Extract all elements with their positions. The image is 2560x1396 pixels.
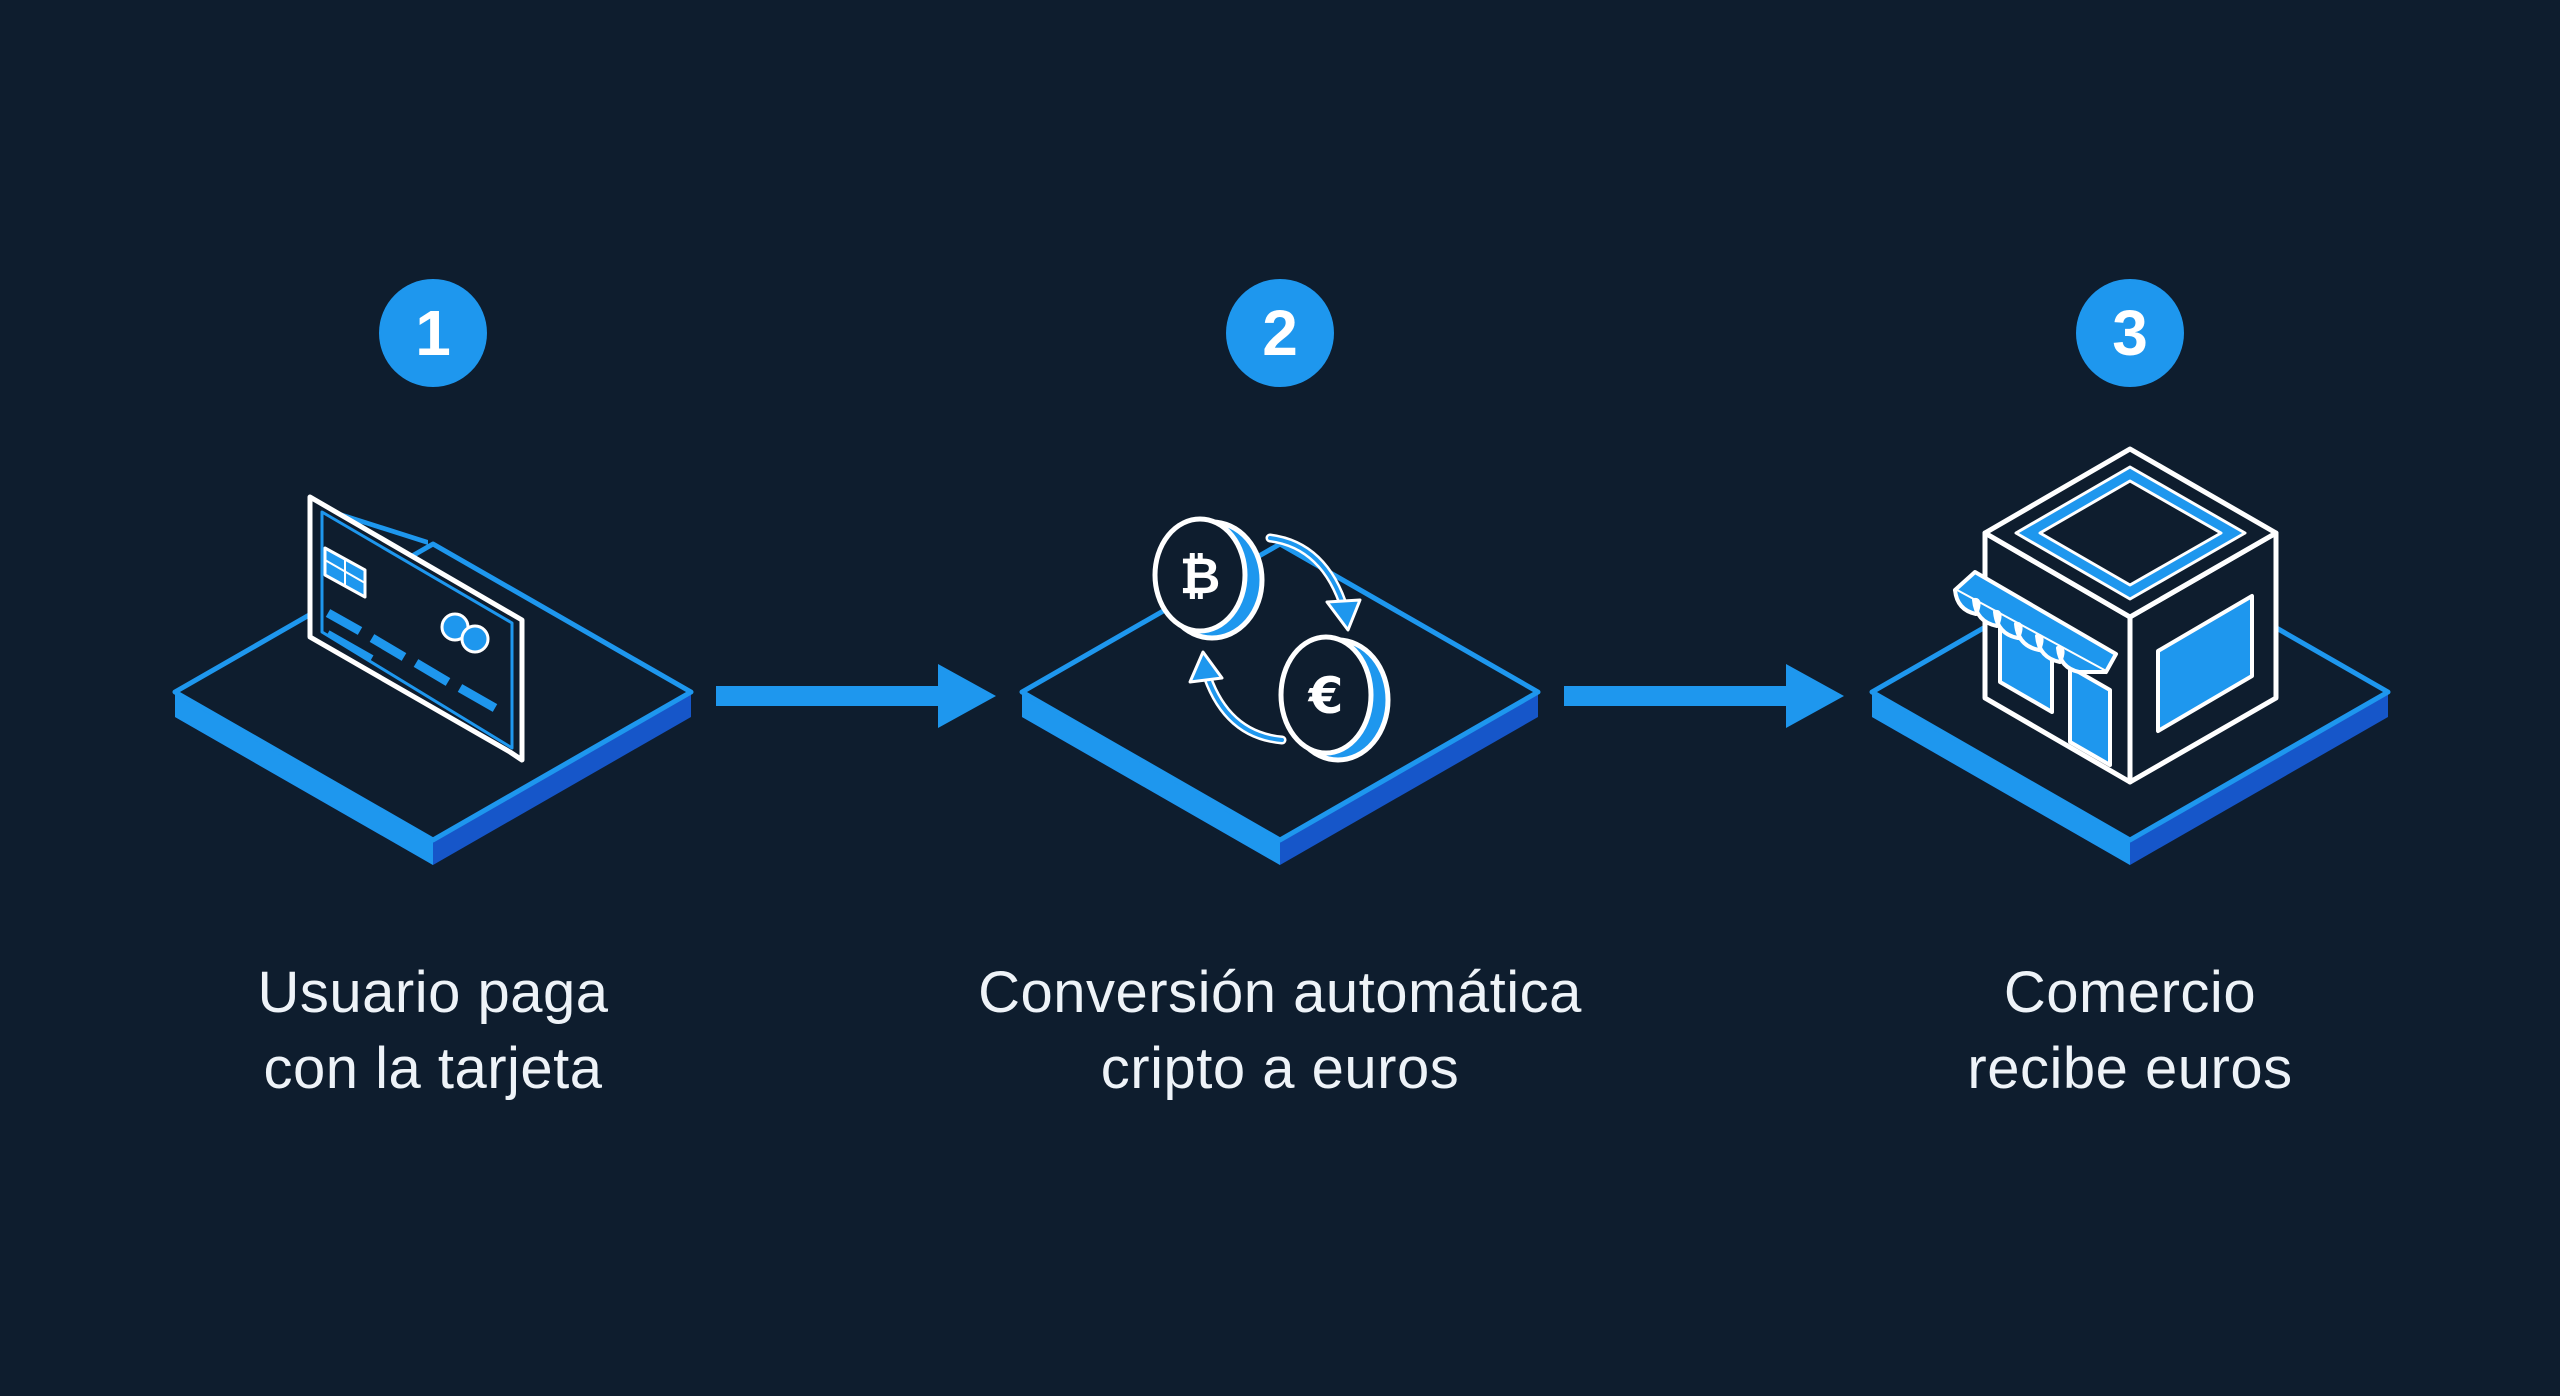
arrow-right-icon: [716, 664, 996, 728]
step-1-label-line1: Usuario paga: [257, 960, 609, 1025]
exchange-arrow-bottom-icon: [1188, 650, 1287, 745]
step-3-number: 3: [2112, 297, 2148, 369]
euro-symbol: €: [1308, 667, 1344, 725]
step-2-label: Conversión automática cripto a euros: [900, 955, 1660, 1107]
step-3-label-line1: Comercio: [2003, 960, 2257, 1025]
storefront-icon: [1953, 446, 2279, 785]
step-2-number: 2: [1262, 297, 1298, 369]
step-1-badge: [379, 279, 487, 387]
exchange-arrow-top-icon: [1265, 533, 1362, 632]
step-2-label-line1: Conversión automática: [978, 960, 1582, 1025]
credit-card-icon: [307, 494, 525, 763]
step-2-badge: [1226, 279, 1334, 387]
step-1: 1 Usuario paga con la tarjeta: [53, 279, 813, 1107]
step-2-label-line2: cripto a euros: [1100, 1036, 1460, 1101]
euro-coin-icon: €: [1278, 634, 1391, 763]
bitcoin-symbol: ₿: [1180, 547, 1221, 605]
crypto-euro-exchange-icon: ₿ €: [1152, 516, 1391, 763]
bitcoin-coin-icon: ₿: [1152, 516, 1265, 641]
step-3: 3 Comercio recib: [1750, 279, 2510, 1107]
step-1-label-line2: con la tarjeta: [263, 1036, 603, 1101]
step-1-label: Usuario paga con la tarjeta: [53, 955, 813, 1107]
arrow-right-icon: [1564, 664, 1844, 728]
step-1-number: 1: [415, 297, 451, 369]
step-3-label: Comercio recibe euros: [1750, 955, 2510, 1107]
step-3-badge: [2076, 279, 2184, 387]
step-2: 2 ₿ €: [900, 279, 1660, 1107]
step-3-label-line2: recibe euros: [1967, 1036, 2293, 1101]
